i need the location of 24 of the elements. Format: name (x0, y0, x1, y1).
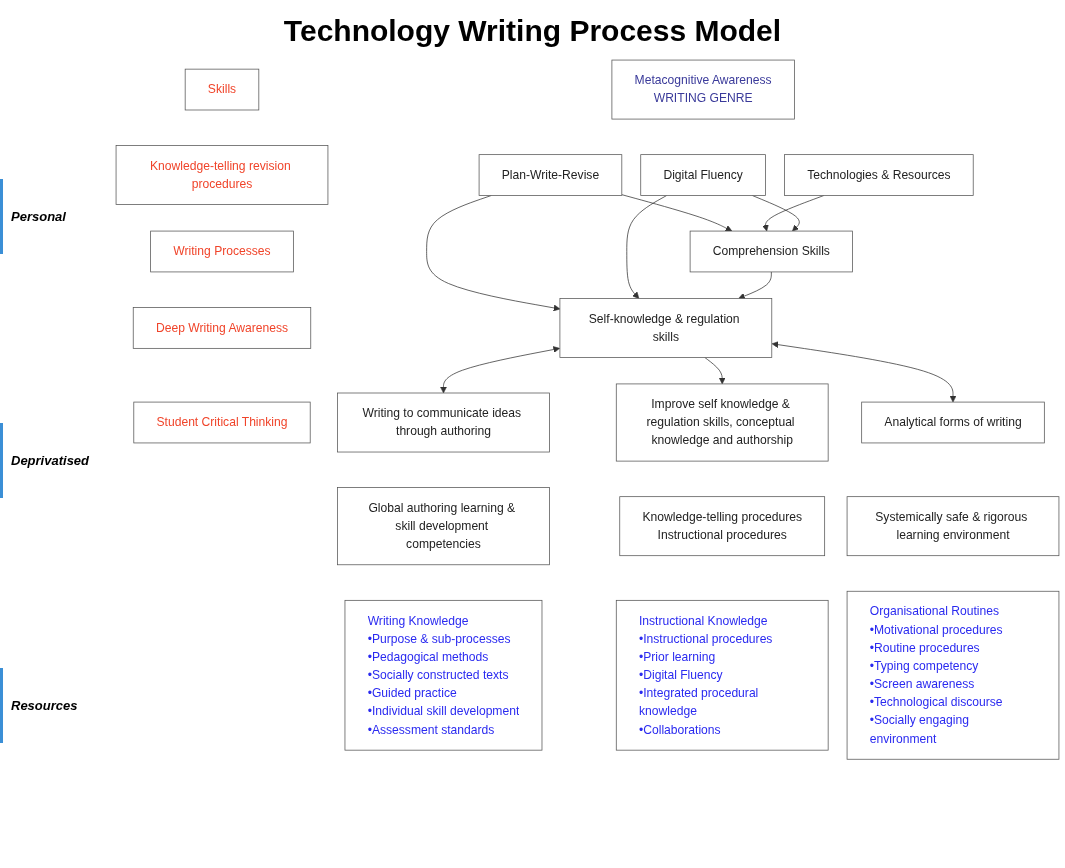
node-box: Technologies & Resources (784, 154, 974, 196)
node-box: Digital Fluency (640, 154, 766, 196)
node-box: Writing to communicate ideas through authoring (337, 392, 550, 453)
node-box: Systemically safe & rigorous learning environment (846, 496, 1060, 557)
node-box: Comprehension Skills (689, 230, 853, 273)
node-box: Plan-Write-Revise (478, 154, 623, 196)
section-label: Resources (0, 668, 110, 744)
node-box: Metacognitive Awareness WRITING GENRE (611, 59, 795, 120)
node-box: Student Critical Thinking (133, 401, 311, 444)
diagram-title: Technology Writing Process Model (282, 14, 783, 48)
node-box: Deep Writing Awareness (132, 307, 312, 349)
node-box: Skills (184, 68, 260, 111)
node-box: Instructional Knowledge •Instructional procedures •Prior learning •Digital Fluency •Integrated procedural knowledge •Collaborations (615, 599, 829, 751)
node-box: Self-knowledge & regulation skills (559, 298, 773, 358)
node-box: Knowledge-telling revision procedures (115, 145, 329, 205)
node-box: Organisational Routines •Motivational procedures •Routine procedures •Typing competency •Screen awareness •Technological discourse •Socially engaging environment (846, 590, 1060, 760)
section-label: Personal (0, 178, 110, 254)
node-box: Writing Processes (150, 230, 294, 273)
node-box: Analytical forms of writing (861, 401, 1045, 444)
node-box: Global authoring learning & skill development competencies (337, 487, 550, 566)
node-box: Improve self knowledge & regulation skills, conceptual knowledge and authorship (615, 383, 829, 462)
node-box: Writing Knowledge •Purpose & sub-processes •Pedagogical methods •Socially constructed texts •Guided practice •Individual skill development •Assessment standards (344, 599, 543, 751)
node-box: Knowledge-telling procedures Instructional procedures (619, 496, 826, 557)
section-label: Deprivatised (0, 423, 110, 499)
